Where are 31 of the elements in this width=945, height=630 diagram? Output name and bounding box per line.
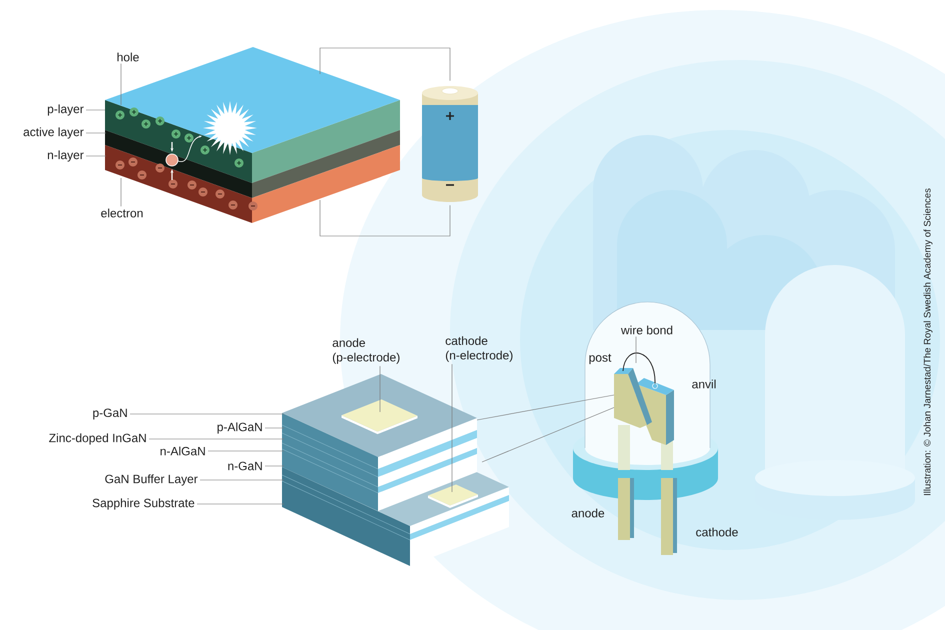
leader-line — [120, 178, 122, 207]
leader-line — [208, 450, 284, 452]
label-text: n-layer — [48, 150, 84, 162]
label-text: cathode (n-electrode) — [446, 336, 512, 362]
label-text: anvil — [692, 380, 716, 388]
leader-line — [120, 63, 122, 106]
label-text: Zinc-doped InGaN — [49, 433, 146, 445]
label-text: cathode — [696, 528, 738, 536]
label-text: n-AlGaN — [160, 446, 205, 456]
label-text: Sapphire Substrate — [92, 498, 194, 510]
label-text: hole — [118, 52, 139, 62]
wire — [320, 48, 450, 82]
label-text: post — [589, 354, 612, 364]
label-text: electron — [101, 208, 143, 218]
battery-drawing — [422, 86, 478, 202]
label-text: anode (p-electrode) — [332, 338, 400, 364]
label-text: p-AlGaN — [218, 422, 262, 434]
projection-line — [476, 394, 614, 420]
label-text: n-GaN — [228, 462, 262, 470]
leader-line — [86, 132, 106, 134]
projection-line — [482, 407, 614, 462]
label-text: wire bond — [620, 326, 672, 334]
wire — [320, 200, 450, 236]
label-text: p-GaN — [93, 408, 127, 420]
label-text: GaN Buffer Layer — [105, 474, 198, 486]
led-chip-drawing — [282, 374, 509, 566]
label-text: p-layer — [48, 104, 84, 116]
label-text: active layer — [24, 127, 84, 139]
leader-line — [148, 438, 284, 440]
label-text: anode — [572, 508, 604, 518]
credit-text: Illustration: © Johan Jarnestad/The Royal Swedish Academy of Sciences — [924, 188, 932, 496]
